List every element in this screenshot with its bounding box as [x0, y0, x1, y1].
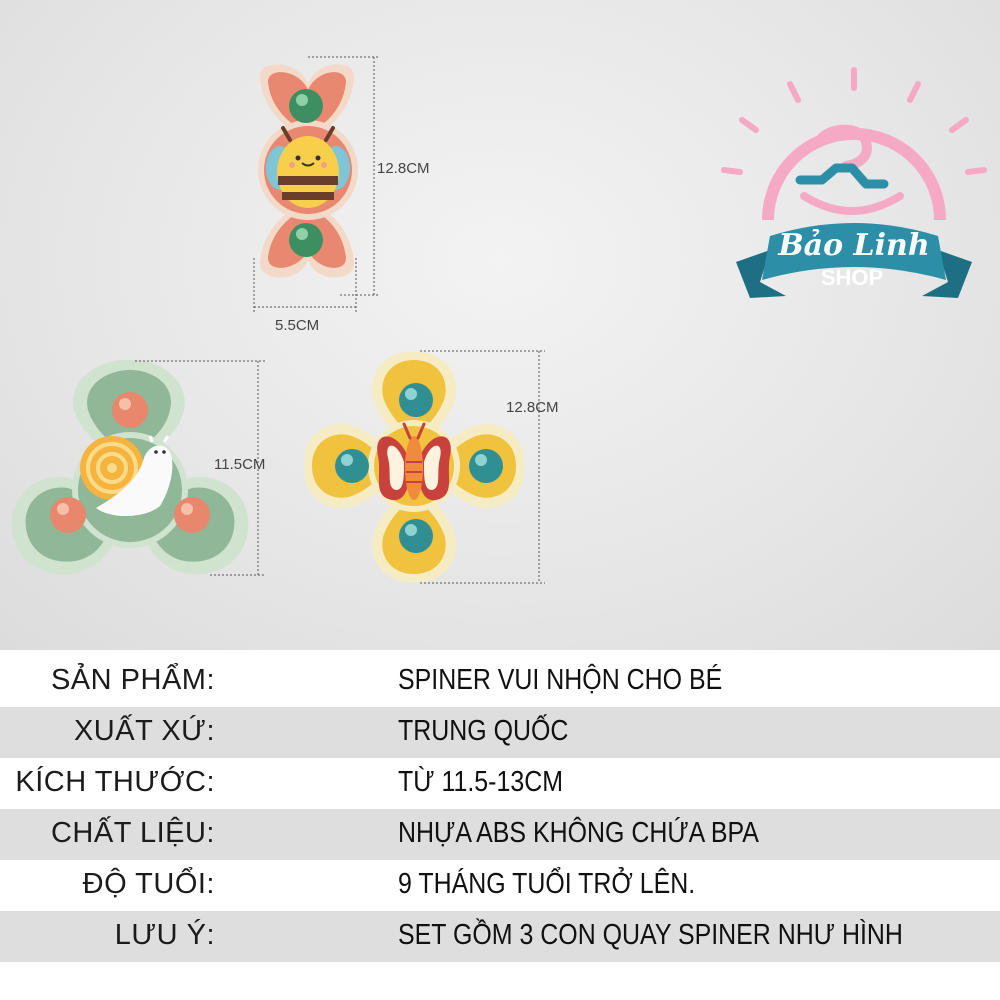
- spec-value: NHỰA ABS KHÔNG CHỨA BPA: [398, 817, 759, 849]
- spec-value: SET GỒM 3 CON QUAY SPINER NHƯ HÌNH: [398, 919, 903, 951]
- butterfly-height-label: 12.8CM: [506, 399, 559, 416]
- spec-row-product: SẢN PHẨM: SPINER VUI NHỘN CHO BÉ: [0, 656, 1000, 707]
- product-image-area: 12.8CM 5.5CM 11.5CM: [0, 0, 1000, 650]
- bee-height-label: 12.8CM: [377, 160, 430, 177]
- shop-logo: Bảo Linh SHOP: [721, 67, 987, 298]
- product-illustration: 12.8CM 5.5CM 11.5CM: [11, 56, 987, 584]
- spec-label: KÍCH THƯỚC:: [15, 766, 215, 798]
- butterfly-dimension-lines: [420, 350, 545, 584]
- bee-spinner: [258, 64, 358, 278]
- spec-label: XUẤT XỨ:: [73, 715, 215, 747]
- spec-row-note: LƯU Ý: SET GỒM 3 CON QUAY SPINER NHƯ HÌN…: [0, 911, 1000, 962]
- snail-height-label: 11.5CM: [214, 456, 265, 473]
- spec-label: CHẤT LIỆU:: [50, 817, 215, 849]
- spec-row-size: KÍCH THƯỚC: TỪ 11.5-13CM: [0, 758, 1000, 809]
- snail-spinner: [11, 359, 249, 575]
- spec-value: 9 THÁNG TUỔI TRỞ LÊN.: [398, 868, 696, 900]
- bee-width-label: 5.5CM: [275, 317, 319, 334]
- spec-label: SẢN PHẨM:: [50, 664, 215, 696]
- logo-name: Bảo Linh: [777, 228, 929, 263]
- butterfly-spinner: [303, 351, 525, 583]
- spec-value: SPINER VUI NHỘN CHO BÉ: [398, 664, 723, 696]
- spec-row-origin: XUẤT XỨ: TRUNG QUỐC: [0, 707, 1000, 758]
- logo-sub: SHOP: [821, 265, 883, 290]
- spec-row-material: CHẤT LIỆU: NHỰA ABS KHÔNG CHỨA BPA: [0, 809, 1000, 860]
- spec-value: TỪ 11.5-13CM: [398, 766, 563, 798]
- spec-label: ĐỘ TUỔI:: [82, 868, 215, 900]
- snail-dimension-lines: [135, 360, 265, 576]
- bee-dimension-lines: [253, 56, 380, 312]
- spec-label: LƯU Ý:: [114, 919, 215, 951]
- spec-table: SẢN PHẨM: SPINER VUI NHỘN CHO BÉ XUẤT XỨ…: [0, 656, 1000, 962]
- spec-row-age: ĐỘ TUỔI: 9 THÁNG TUỔI TRỞ LÊN.: [0, 860, 1000, 911]
- spec-value: TRUNG QUỐC: [398, 715, 569, 747]
